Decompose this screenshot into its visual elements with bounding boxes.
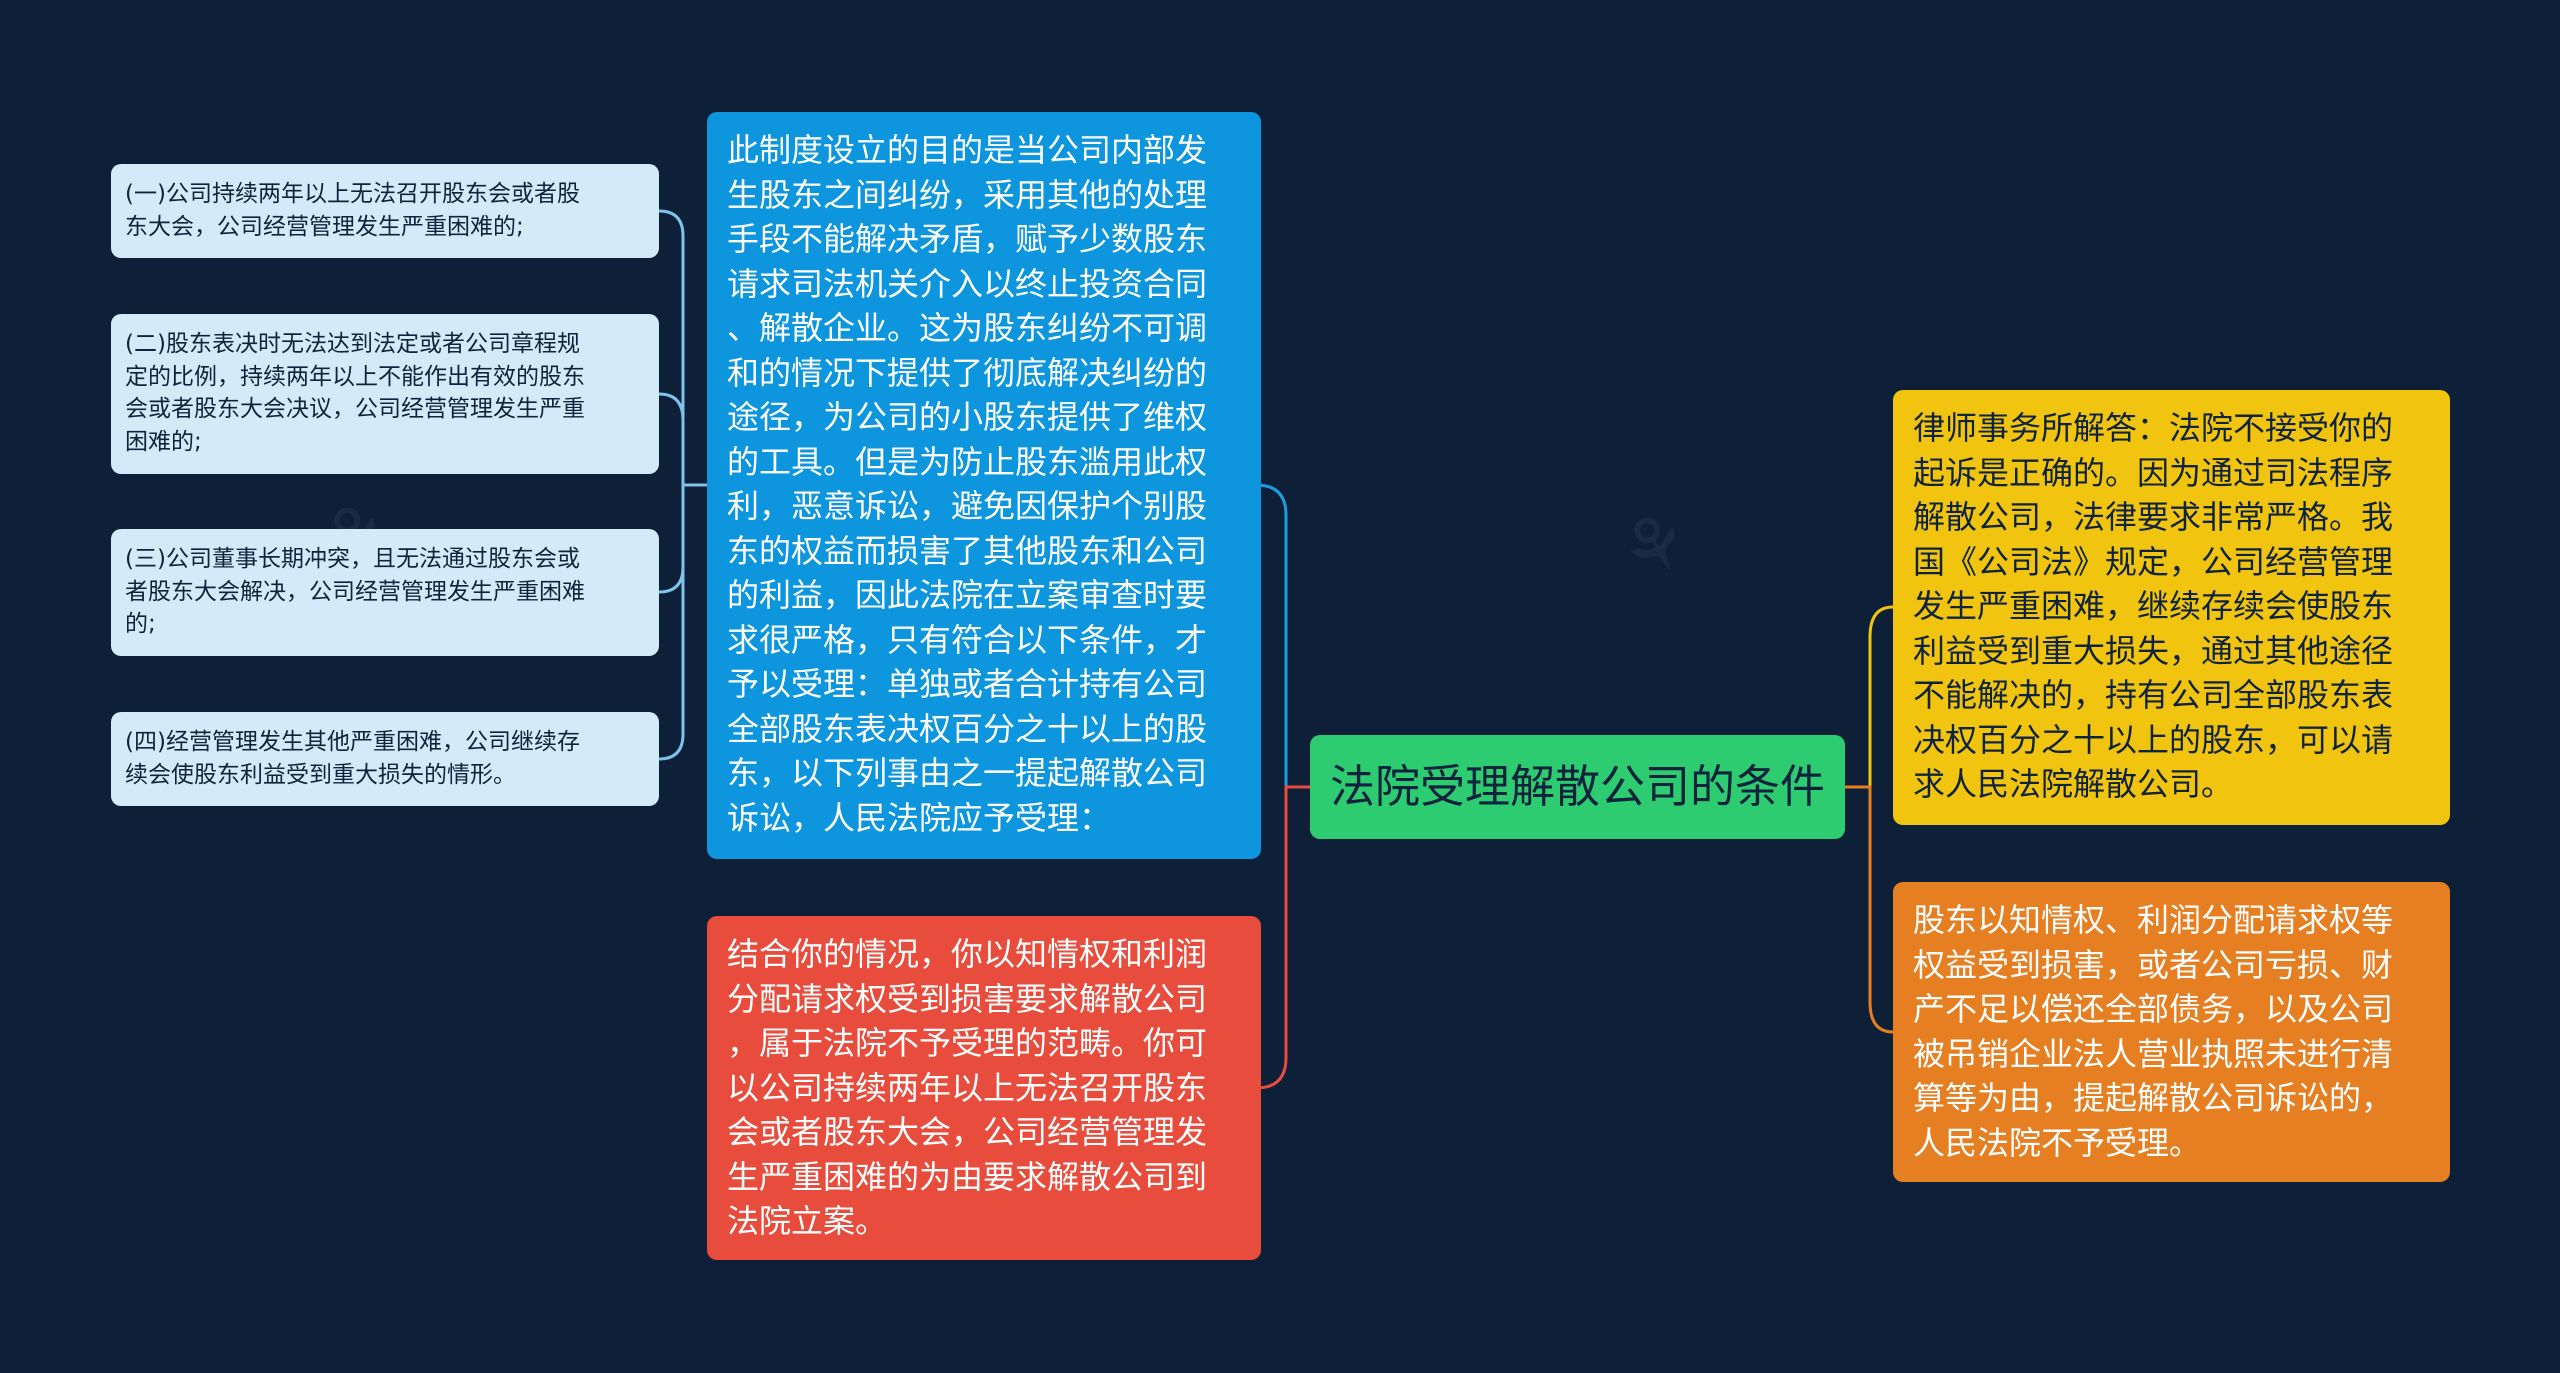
link-center-to-blue	[1255, 483, 1310, 789]
condition-4-node[interactable]: (四)经营管理发生其他严重困难，公司继续存 续会使股东利益受到重大损失的情形。	[111, 712, 659, 806]
link-center-to-orange	[1845, 785, 1894, 1034]
condition-3-node[interactable]: (三)公司董事长期冲突，且无法通过股东会或 者股东大会解决，公司经营管理发生严重…	[111, 529, 659, 656]
lawyer-answer-node[interactable]: 律师事务所解答：法院不接受你的 起诉是正确的。因为通过司法程序 解散公司，法律要…	[1893, 390, 2450, 825]
link-center-to-red	[1255, 785, 1310, 1090]
link-blue-to-leaf-2	[658, 392, 707, 487]
condition-1-node[interactable]: (一)公司持续两年以上无法召开股东会或者股 东大会，公司经营管理发生严重困难的;	[111, 164, 659, 258]
condition-2-node[interactable]: (二)股东表决时无法达到法定或者公司章程规 定的比例，持续两年以上不能作出有效的…	[111, 314, 659, 474]
not-accepted-cases-node[interactable]: 股东以知情权、利润分配请求权等 权益受到损害，或者公司亏损、财 产不足以偿还全部…	[1893, 882, 2450, 1182]
link-blue-to-leaf-4	[658, 483, 707, 761]
link-blue-to-leaf-1	[658, 209, 707, 487]
purpose-explanation-node[interactable]: 此制度设立的目的是当公司内部发 生股东之间纠纷，采用其他的处理 手段不能解决矛盾…	[707, 112, 1261, 859]
link-center-to-yellow	[1845, 605, 1894, 789]
center-topic-node[interactable]: 法院受理解散公司的条件	[1310, 735, 1845, 839]
your-situation-advice-node[interactable]: 结合你的情况，你以知情权和利润 分配请求权受到损害要求解散公司 ，属于法院不予受…	[707, 916, 1261, 1260]
